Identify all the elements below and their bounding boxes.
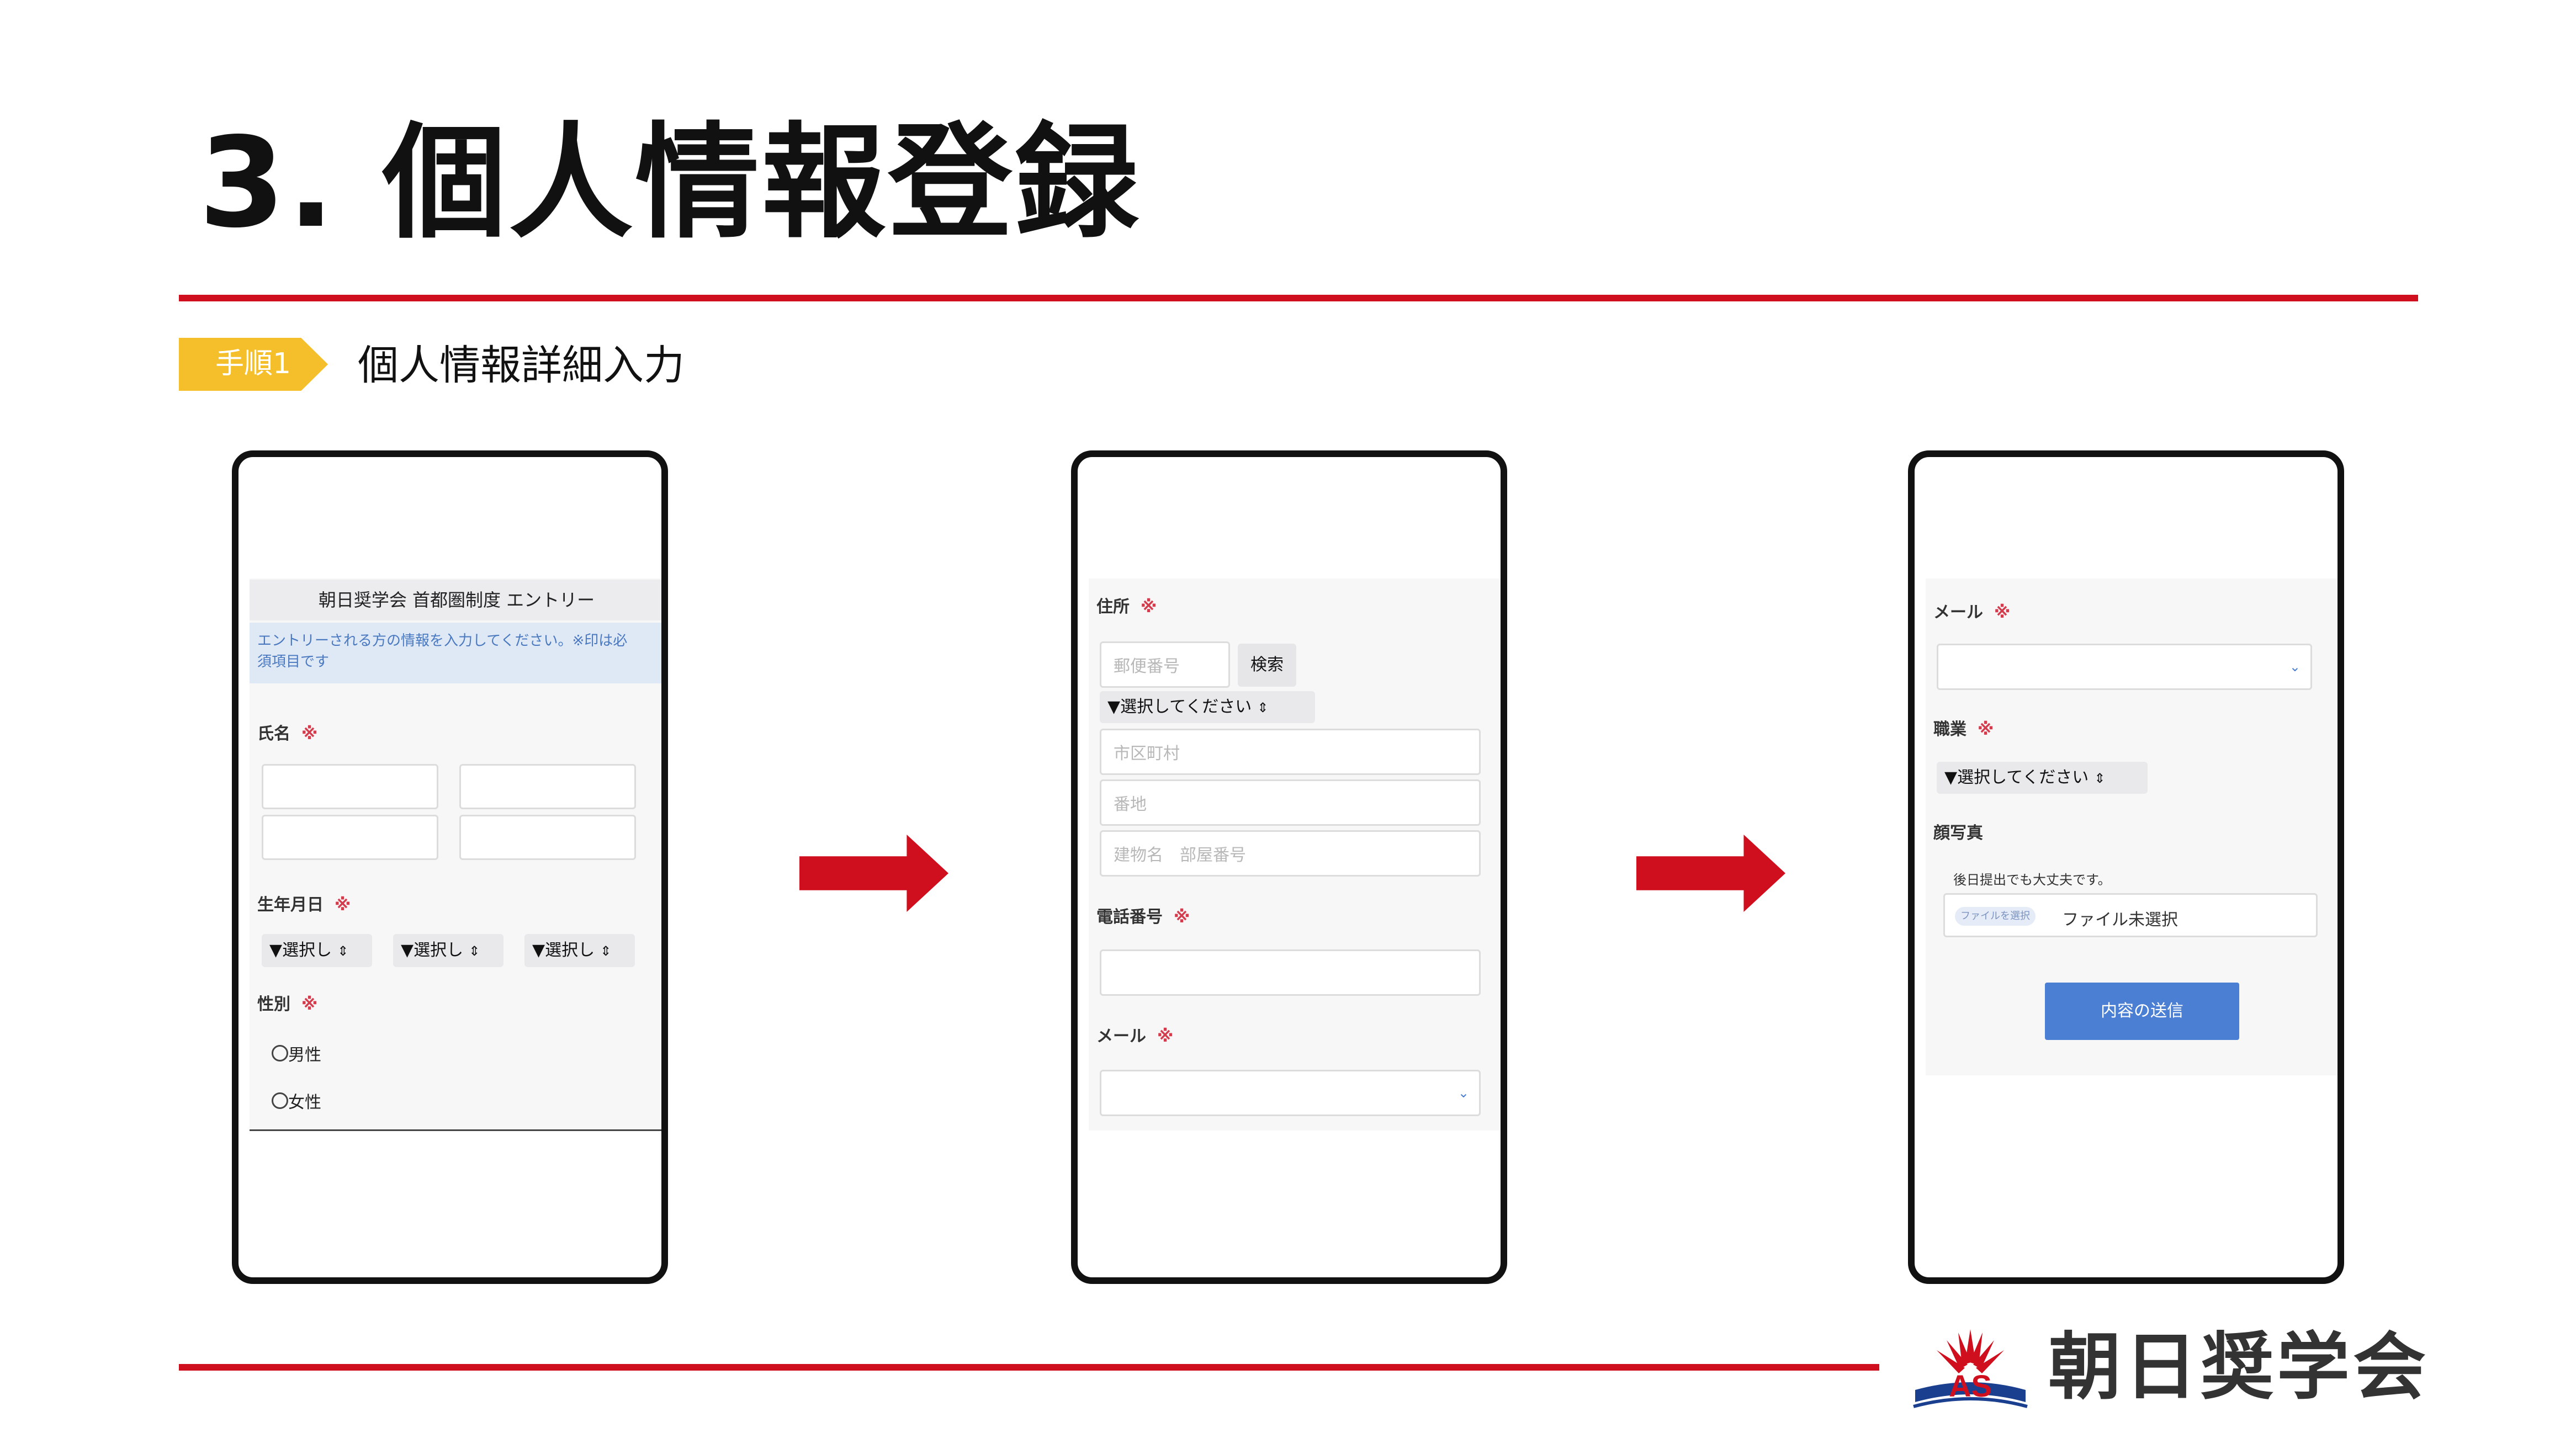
phone-mockup-1: 朝日奨学会 首都圏制度 エントリー エントリーされる方の情報を入力してください。… — [232, 450, 668, 1284]
info-notice — [250, 623, 661, 683]
phone-mockup-2: 住所※ 郵便番号 検索 ▼選択してください⇕ 市区町村 番地 建物名 部屋番号 … — [1071, 450, 1507, 1284]
address-label: 住所 — [1096, 597, 1130, 617]
mail-select[interactable]: ⌄ — [1937, 644, 2312, 690]
postal-placeholder: 郵便番号 — [1114, 657, 1180, 676]
chevron-down-icon: ⌄ — [1457, 1085, 1469, 1101]
right-arrow-icon — [1636, 835, 1785, 912]
required-mark: ※ — [1978, 720, 1994, 739]
phone-label: 電話番号 — [1096, 907, 1163, 927]
gender-label-row: 性別 ※ — [257, 990, 317, 1015]
required-mark: ※ — [301, 995, 318, 1014]
gender-option-male[interactable]: 男性 — [272, 1041, 321, 1065]
postal-code-input[interactable]: 郵便番号 — [1100, 641, 1230, 688]
updown-caret-icon: ⇕ — [600, 943, 612, 959]
address-label-row: 住所 ※ — [1096, 593, 1157, 617]
first-name-kana-input[interactable] — [459, 815, 636, 860]
page-title: 3. 個人情報登録 — [199, 111, 1141, 256]
file-select-button[interactable]: ファイルを選択 — [1955, 907, 2036, 926]
gender-option-label: 男性 — [288, 1045, 321, 1065]
form-header — [250, 580, 661, 620]
name-label-row: 氏名 ※ — [257, 720, 317, 744]
select-label: ▼選択し — [401, 941, 464, 960]
updown-caret-icon: ⇕ — [337, 943, 349, 959]
birth-month-select[interactable]: ▼選択し ⇕ — [393, 934, 503, 967]
required-mark: ※ — [1157, 1027, 1174, 1046]
logo-text: 朝日奨学会 — [2048, 1325, 2429, 1410]
photo-file-input[interactable]: ファイルを選択 ファイル未選択 — [1943, 893, 2318, 937]
job-label-row: 職業 ※ — [1933, 715, 1994, 740]
right-arrow-icon — [799, 835, 948, 912]
step-tag-label: 手順1 — [215, 347, 291, 380]
mail-label: メール — [1933, 603, 1983, 622]
radio-icon — [272, 1092, 288, 1109]
required-mark: ※ — [301, 724, 318, 744]
info-notice-text: エントリーされる方の情報を入力してください。※印は必 須項目です — [257, 630, 627, 672]
required-mark: ※ — [1141, 597, 1157, 617]
last-name-input[interactable] — [262, 764, 438, 809]
birthdate-label-row: 生年月日 ※ — [257, 891, 351, 915]
notice-line-1: エントリーされる方の情報を入力してください。※印は必 — [257, 633, 628, 649]
building-input[interactable]: 建物名 部屋番号 — [1100, 830, 1481, 877]
phone-mockup-3: メール ※ ⌄ 職業 ※ ▼選択してください ⇕ 顔写真 後日提出でも大丈夫です。 フ… — [1908, 450, 2344, 1284]
block-placeholder: 番地 — [1114, 795, 1147, 814]
last-name-kana-input[interactable] — [262, 815, 438, 860]
chevron-down-icon: ⌄ — [2289, 659, 2301, 675]
city-placeholder: 市区町村 — [1114, 744, 1180, 763]
mail-label-row: メール ※ — [1096, 1022, 1173, 1047]
first-name-input[interactable] — [459, 764, 636, 809]
city-input[interactable]: 市区町村 — [1100, 729, 1481, 775]
updown-caret-icon: ⇕ — [1257, 700, 1269, 715]
job-label: 職業 — [1933, 720, 1967, 739]
radio-icon — [272, 1045, 288, 1061]
select-label: ▼選択してください — [1107, 697, 1252, 716]
search-button[interactable]: 検索 — [1238, 644, 1296, 687]
asahi-emblem-logo: AS — [1913, 1329, 2028, 1408]
top-divider — [179, 295, 2418, 301]
required-mark: ※ — [1994, 603, 2011, 622]
form-divider — [250, 1129, 661, 1131]
prefecture-select[interactable]: ▼選択してください ⇕ — [1100, 691, 1315, 723]
mail-label: メール — [1096, 1027, 1146, 1046]
step-title: 個人情報詳細入力 — [358, 342, 685, 389]
select-label: ▼選択してください — [1944, 768, 2089, 787]
gender-option-label: 女性 — [288, 1093, 321, 1112]
job-select[interactable]: ▼選択してください ⇕ — [1937, 762, 2148, 794]
phone-input[interactable] — [1100, 949, 1481, 996]
photo-note: 後日提出でも大丈夫です。 — [1953, 872, 2111, 888]
block-input[interactable]: 番地 — [1100, 779, 1481, 826]
photo-label: 顔写真 — [1933, 824, 1983, 843]
notice-line-2: 須項目です — [257, 654, 330, 670]
birthdate-label: 生年月日 — [257, 895, 324, 915]
gender-option-female[interactable]: 女性 — [272, 1089, 321, 1113]
step-tag — [179, 338, 328, 391]
submit-button[interactable]: 内容の送信 — [2045, 983, 2239, 1040]
select-label: ▼選択し — [269, 941, 332, 960]
required-mark: ※ — [1174, 907, 1190, 927]
form-header-title: 朝日奨学会 首都圏制度 エントリー — [318, 590, 595, 611]
file-status: ファイル未選択 — [2062, 910, 2178, 930]
required-mark: ※ — [335, 895, 351, 915]
mail-select[interactable]: ⌄ — [1100, 1070, 1481, 1116]
updown-caret-icon: ⇕ — [469, 943, 480, 959]
gender-label: 性別 — [257, 995, 290, 1014]
mail-label-row: メール ※ — [1933, 598, 2010, 623]
birth-year-select[interactable]: ▼選択し ⇕ — [262, 934, 372, 967]
building-placeholder: 建物名 部屋番号 — [1114, 846, 1246, 865]
select-label: ▼選択し — [532, 941, 595, 960]
logo-emblem-letters: AS — [1949, 1368, 1992, 1403]
phone-label-row: 電話番号 ※ — [1096, 903, 1190, 927]
birth-day-select[interactable]: ▼選択し ⇕ — [524, 934, 635, 967]
name-label: 氏名 — [257, 724, 290, 744]
updown-caret-icon: ⇕ — [2094, 771, 2106, 786]
bottom-divider — [179, 1364, 1879, 1371]
